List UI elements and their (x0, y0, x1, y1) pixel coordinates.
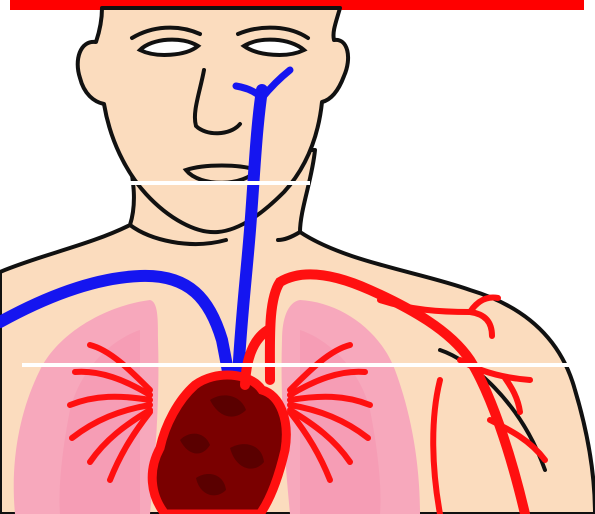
separator-line-lower (22, 363, 575, 367)
head (78, 8, 348, 232)
left-eye-icon (140, 40, 198, 55)
separator-line-upper (120, 181, 310, 185)
